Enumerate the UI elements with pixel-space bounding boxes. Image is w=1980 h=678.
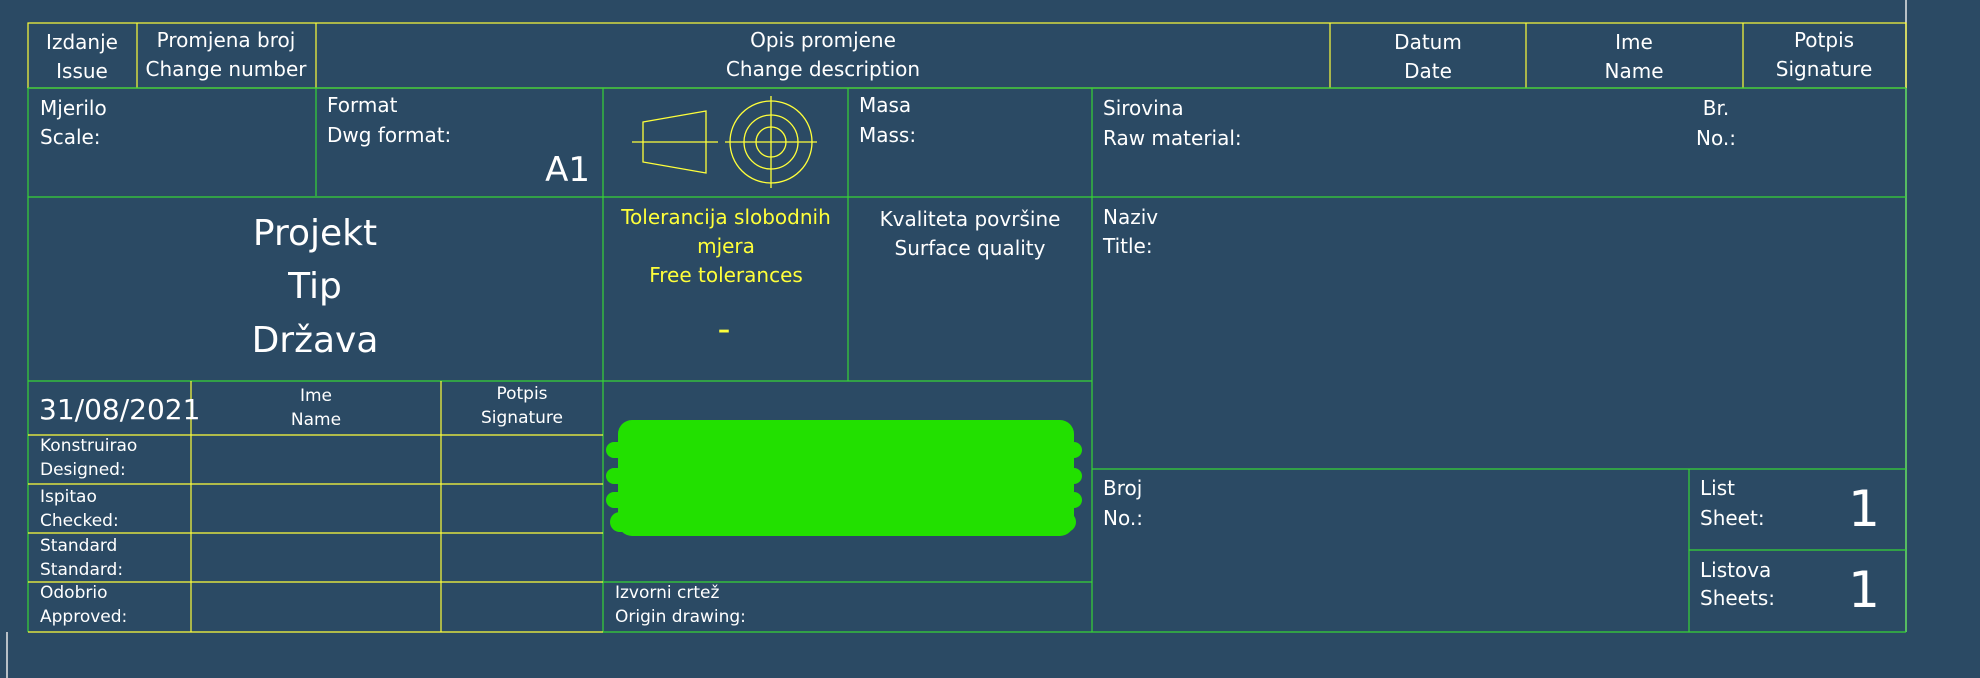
drawing-number-label-en: No.: bbox=[1103, 506, 1143, 530]
approved-label-en: Approved: bbox=[40, 607, 128, 627]
title-label-en: Title: bbox=[1103, 234, 1153, 258]
issue-label-hr: Izdanje bbox=[46, 30, 118, 54]
dwg-format-label-en: Dwg format: bbox=[327, 123, 452, 147]
projection-symbol-icon bbox=[632, 96, 817, 188]
designed-label-hr: Konstruirao bbox=[40, 436, 138, 456]
mass-label-hr: Masa bbox=[859, 93, 912, 117]
people-signature-label-en: Signature bbox=[480, 408, 564, 428]
designed-label-en: Designed: bbox=[40, 460, 126, 480]
number-short-label-hr: Br. bbox=[1702, 96, 1730, 120]
free-tolerances-label-line-1: Tolerancija slobodnih bbox=[621, 205, 831, 229]
number-short-label-en: No.: bbox=[1696, 126, 1736, 150]
sheet-label-hr: List bbox=[1700, 476, 1735, 500]
issue-label-en: Issue bbox=[56, 59, 108, 83]
people-name-label-hr: Ime bbox=[299, 386, 333, 406]
change-number-label-hr: Promjena broj bbox=[156, 28, 296, 52]
sheet-label-en: Sheet: bbox=[1700, 506, 1765, 530]
change-description-label-en: Change description bbox=[725, 57, 921, 81]
title-block-grid bbox=[27, 87, 1907, 633]
redaction-mark bbox=[606, 420, 1082, 536]
signature-label-en: Signature bbox=[1775, 57, 1873, 81]
dwg-format-label-hr: Format bbox=[327, 93, 398, 117]
sheets-value: 1 bbox=[1848, 561, 1880, 619]
checked-label-en: Checked: bbox=[40, 511, 119, 531]
surface-quality-label-en: Surface quality bbox=[894, 236, 1046, 260]
dwg-format-value: A1 bbox=[545, 150, 590, 190]
date-label-hr: Datum bbox=[1394, 30, 1462, 54]
change-number-label-en: Change number bbox=[145, 57, 307, 81]
people-signature-label-hr: Potpis bbox=[496, 384, 548, 404]
approved-label-hr: Odobrio bbox=[40, 583, 108, 603]
project-line-2: Tip bbox=[288, 266, 342, 307]
change-description-label-hr: Opis promjene bbox=[750, 28, 896, 52]
date-label-en: Date bbox=[1404, 59, 1452, 83]
name-label-hr: Ime bbox=[1615, 30, 1653, 54]
drawing-number-label-hr: Broj bbox=[1103, 476, 1143, 500]
people-name-label-en: Name bbox=[290, 410, 342, 430]
project-line-3: Država bbox=[251, 320, 379, 361]
raw-material-label-hr: Sirovina bbox=[1103, 96, 1184, 120]
project-line-1: Projekt bbox=[252, 213, 378, 254]
sheet-value: 1 bbox=[1848, 480, 1880, 538]
raw-material-label-en: Raw material: bbox=[1103, 126, 1242, 150]
origin-drawing-label-en: Origin drawing: bbox=[615, 607, 746, 627]
standard-label-en: Standard: bbox=[40, 560, 124, 580]
standard-label-hr: Standard bbox=[40, 536, 118, 556]
checked-label-hr: Ispitao bbox=[40, 487, 97, 507]
mass-label-en: Mass: bbox=[859, 123, 917, 147]
title-label-hr: Naziv bbox=[1103, 205, 1159, 229]
sheets-label-hr: Listova bbox=[1700, 558, 1772, 582]
signature-label-hr: Potpis bbox=[1793, 28, 1855, 52]
sheets-label-en: Sheets: bbox=[1700, 586, 1775, 610]
drawing-date: 31/08/2021 bbox=[39, 393, 201, 426]
free-tolerances-value: - bbox=[717, 309, 731, 350]
origin-drawing-label-hr: Izvorni crtež bbox=[615, 583, 720, 603]
free-tolerances-label-line-2: mjera bbox=[697, 234, 755, 258]
free-tolerances-label-en: Free tolerances bbox=[649, 263, 803, 287]
scale-label-en: Scale: bbox=[40, 125, 101, 149]
signature-table-grid bbox=[28, 381, 603, 633]
name-label-en: Name bbox=[1604, 59, 1664, 83]
surface-quality-label-hr: Kvaliteta površine bbox=[879, 207, 1061, 231]
scale-label-hr: Mjerilo bbox=[40, 96, 107, 120]
